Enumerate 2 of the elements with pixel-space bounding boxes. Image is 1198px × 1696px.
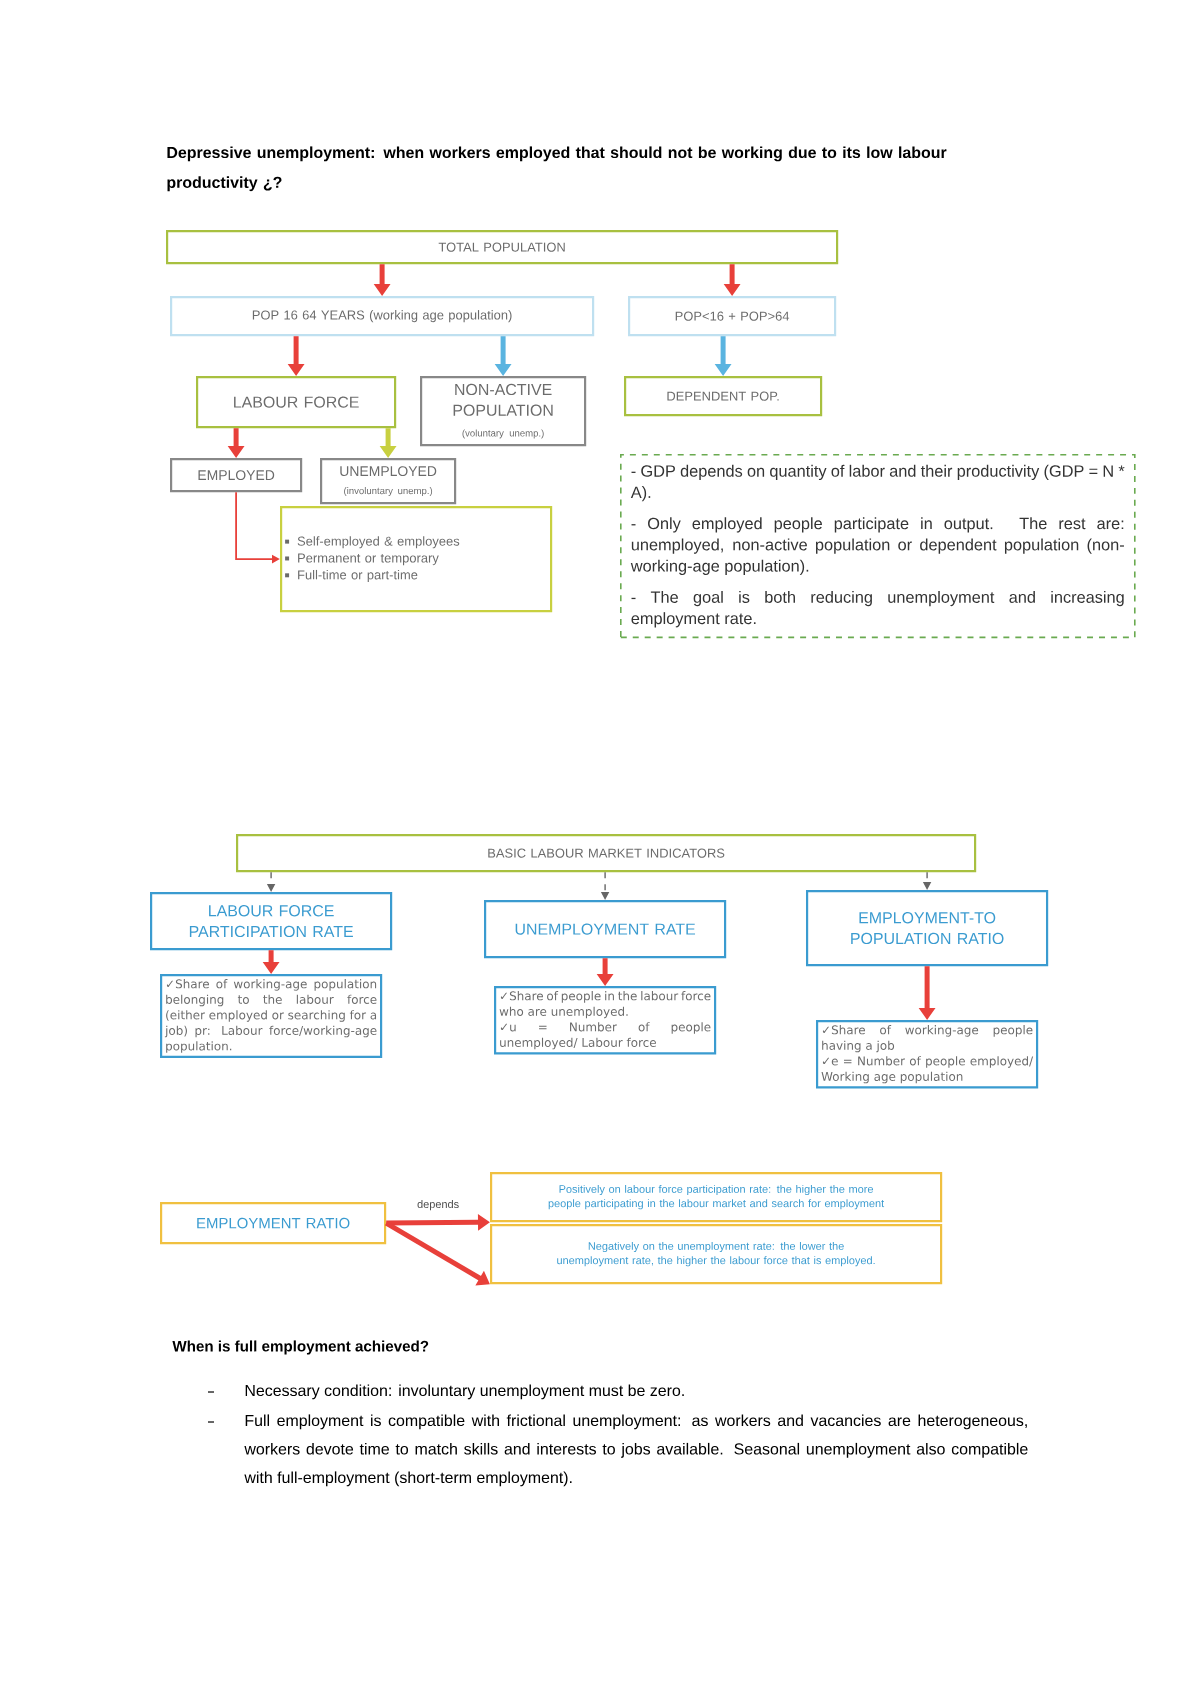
note-box: - GDP depends on quantity of labor and their productivity (GDP = N * A). - Only employed people participate in output. The rest are: unemployed, non-active population or dependent population (non-working-age population). - The goal is both reducing unemployment and increasing employment rate. — [620, 454, 1136, 639]
arrow — [384, 1220, 490, 1286]
